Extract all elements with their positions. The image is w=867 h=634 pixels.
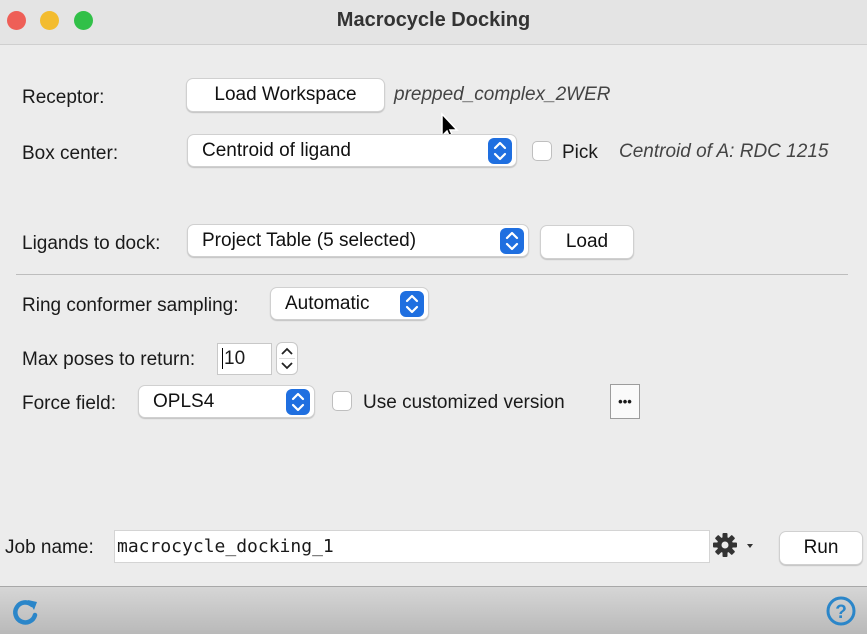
load-ligands-button[interactable]: Load bbox=[540, 225, 634, 259]
box-center-info: Centroid of A: RDC 1215 bbox=[619, 141, 829, 162]
updown-arrows-icon bbox=[488, 137, 512, 164]
job-name-label: Job name: bbox=[5, 537, 94, 558]
reset-button[interactable] bbox=[9, 596, 43, 626]
ring-sampling-label: Ring conformer sampling: bbox=[22, 295, 239, 316]
run-button[interactable]: Run bbox=[779, 531, 863, 565]
receptor-label: Receptor: bbox=[22, 87, 105, 108]
box-center-label: Box center: bbox=[22, 143, 119, 164]
max-poses-stepper[interactable] bbox=[276, 342, 298, 375]
use-customized-label: Use customized version bbox=[363, 392, 565, 413]
status-bar bbox=[0, 586, 867, 634]
updown-arrows-icon bbox=[286, 388, 310, 415]
force-field-label: Force field: bbox=[22, 393, 116, 414]
minimize-window-button[interactable] bbox=[40, 11, 59, 30]
pick-label: Pick bbox=[562, 142, 598, 163]
job-name-input[interactable]: macrocycle_docking_1 bbox=[114, 530, 710, 563]
help-icon: ? bbox=[826, 596, 856, 626]
box-center-select[interactable]: Centroid of ligand bbox=[187, 134, 517, 167]
load-workspace-button[interactable]: Load Workspace bbox=[186, 78, 385, 112]
help-button[interactable]: ? bbox=[825, 595, 857, 627]
stepper-arrows-icon bbox=[279, 347, 295, 370]
ligands-selected: Project Table (5 selected) bbox=[202, 229, 417, 251]
maximize-window-button[interactable] bbox=[74, 11, 93, 30]
updown-arrows-icon bbox=[500, 227, 524, 254]
box-center-selected: Centroid of ligand bbox=[202, 139, 351, 161]
force-field-select[interactable]: OPLS4 bbox=[138, 385, 315, 418]
ring-sampling-select[interactable]: Automatic bbox=[270, 287, 429, 320]
force-field-selected: OPLS4 bbox=[153, 390, 215, 412]
receptor-value: prepped_complex_2WER bbox=[394, 84, 611, 105]
updown-arrows-icon bbox=[400, 290, 424, 317]
ligands-select[interactable]: Project Table (5 selected) bbox=[187, 224, 529, 257]
use-customized-checkbox[interactable] bbox=[332, 391, 352, 411]
refresh-icon bbox=[13, 600, 38, 625]
divider bbox=[16, 274, 848, 275]
window-title: Macrocycle Docking bbox=[336, 9, 531, 31]
pick-checkbox[interactable] bbox=[532, 141, 552, 161]
max-poses-label: Max poses to return: bbox=[22, 349, 196, 370]
ring-sampling-selected: Automatic bbox=[285, 292, 370, 314]
job-settings-button[interactable] bbox=[712, 532, 760, 560]
gear-icon bbox=[713, 533, 753, 557]
max-poses-input[interactable]: 10 bbox=[217, 343, 272, 375]
ligands-label: Ligands to dock: bbox=[22, 233, 161, 254]
title-bar bbox=[0, 0, 867, 45]
svg-text:?: ? bbox=[835, 602, 847, 623]
max-poses-value: 10 bbox=[222, 348, 246, 369]
more-options-button[interactable]: ••• bbox=[610, 384, 640, 419]
close-window-button[interactable] bbox=[7, 11, 26, 30]
